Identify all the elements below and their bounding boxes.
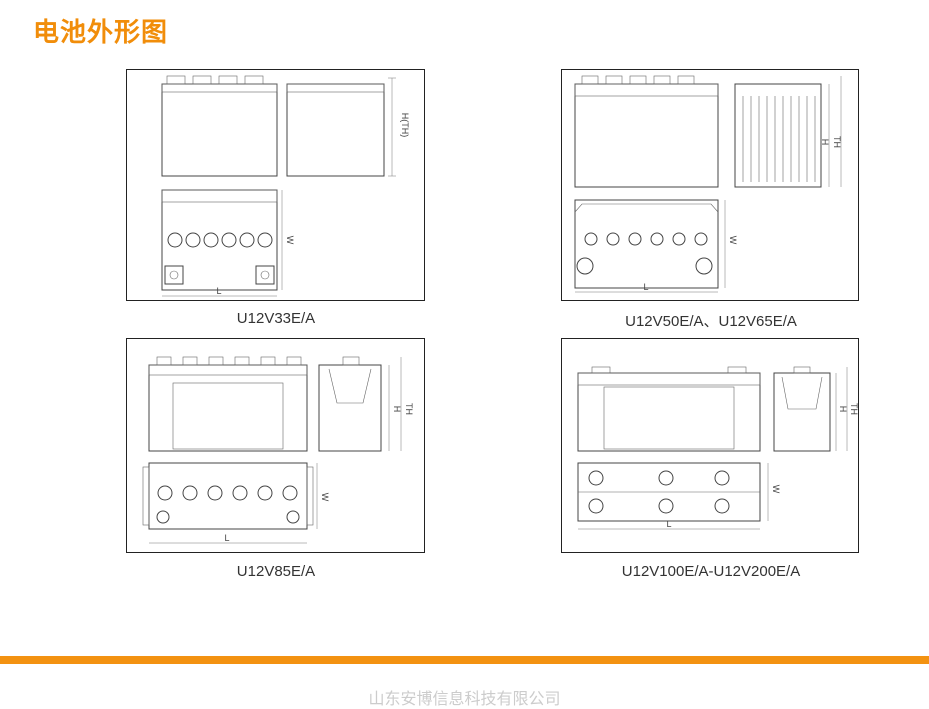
width-label: W bbox=[771, 485, 781, 494]
footer-company: 山东安博信息科技有限公司 bbox=[368, 689, 561, 708]
width-label: W bbox=[728, 236, 738, 245]
caption-u12v50-u12v65: U12V50E/A、U12V65E/A bbox=[625, 313, 797, 330]
height-label: H bbox=[820, 139, 830, 146]
width-label: W bbox=[285, 236, 295, 245]
height-label: H bbox=[838, 406, 848, 413]
drawing-panel-u12v50-u12v65: H TH W L bbox=[561, 69, 859, 301]
total-height-label: TH bbox=[404, 403, 414, 415]
orange-divider bbox=[0, 656, 929, 664]
drawing-panel-u12v100-u12v200: H TH W L bbox=[561, 338, 859, 553]
height-label: H bbox=[392, 406, 402, 413]
caption-u12v100-u12v200: U12V100E/A-U12V200E/A bbox=[621, 563, 801, 580]
length-label: L bbox=[643, 282, 648, 292]
total-height-label: TH bbox=[832, 136, 842, 148]
drawing-panel-u12v85: H TH W L bbox=[126, 338, 425, 553]
total-height-label: TH bbox=[849, 403, 858, 415]
page-title: 电池外形图 bbox=[33, 18, 169, 48]
caption-u12v33: U12V33E/A bbox=[236, 310, 316, 327]
length-label: L bbox=[666, 519, 671, 529]
battery-drawing-u12v100-u12v200: H TH W L bbox=[577, 366, 858, 530]
battery-drawing-u12v33: H(TH) W L bbox=[161, 75, 410, 297]
drawing-panel-u12v33: H(TH) W L bbox=[126, 69, 425, 301]
caption-u12v85: U12V85E/A bbox=[236, 563, 316, 580]
length-label: L bbox=[216, 286, 221, 296]
battery-drawing-u12v85: H TH W L bbox=[142, 356, 414, 544]
battery-drawing-u12v50-u12v65: H TH W L bbox=[574, 75, 842, 293]
height-label: H(TH) bbox=[400, 113, 410, 138]
length-label: L bbox=[224, 533, 229, 543]
width-label: W bbox=[320, 493, 330, 502]
